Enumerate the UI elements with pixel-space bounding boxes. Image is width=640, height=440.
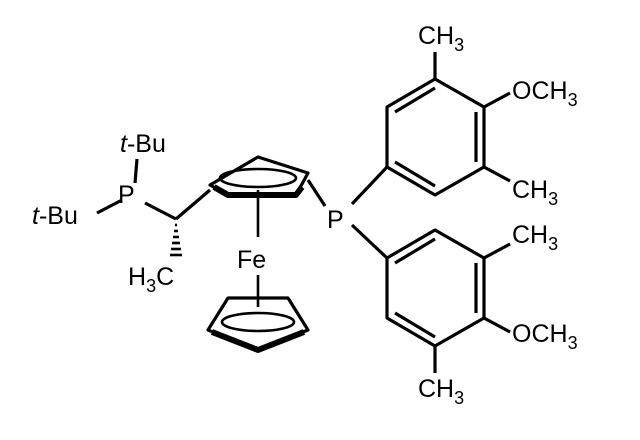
lower-cyclopentadienyl-ring	[206, 296, 310, 353]
upper-aryl-methyl-bottom-label: CH3	[512, 176, 558, 209]
upper-aryl-methoxy-label: OCH3	[512, 77, 578, 110]
upper-cyclopentadienyl-ring	[208, 155, 310, 198]
lower-aryl-ring	[385, 228, 511, 373]
hashed-wedge-bond	[170, 223, 182, 257]
tert-butyl-left-label: t-Bu	[32, 202, 78, 230]
lower-aryl-methyl-bottom-label: CH3	[418, 375, 464, 408]
phosphorus-right-label: P	[327, 206, 344, 234]
phosphine-aryl-bonds	[306, 165, 389, 260]
iron-label: Fe	[237, 246, 266, 274]
phosphorus-left-label: P	[118, 181, 135, 209]
side-chain-bonds	[96, 158, 212, 221]
methyl-h3c-label: H3C	[128, 263, 174, 296]
lower-aryl-methyl-top-label: CH3	[512, 221, 558, 254]
lower-aryl-methoxy-label: OCH3	[512, 320, 578, 353]
upper-aryl-methyl-top-label: CH3	[418, 22, 464, 55]
upper-aryl-ring	[385, 52, 511, 197]
tert-butyl-top-label: t-Bu	[120, 130, 166, 158]
